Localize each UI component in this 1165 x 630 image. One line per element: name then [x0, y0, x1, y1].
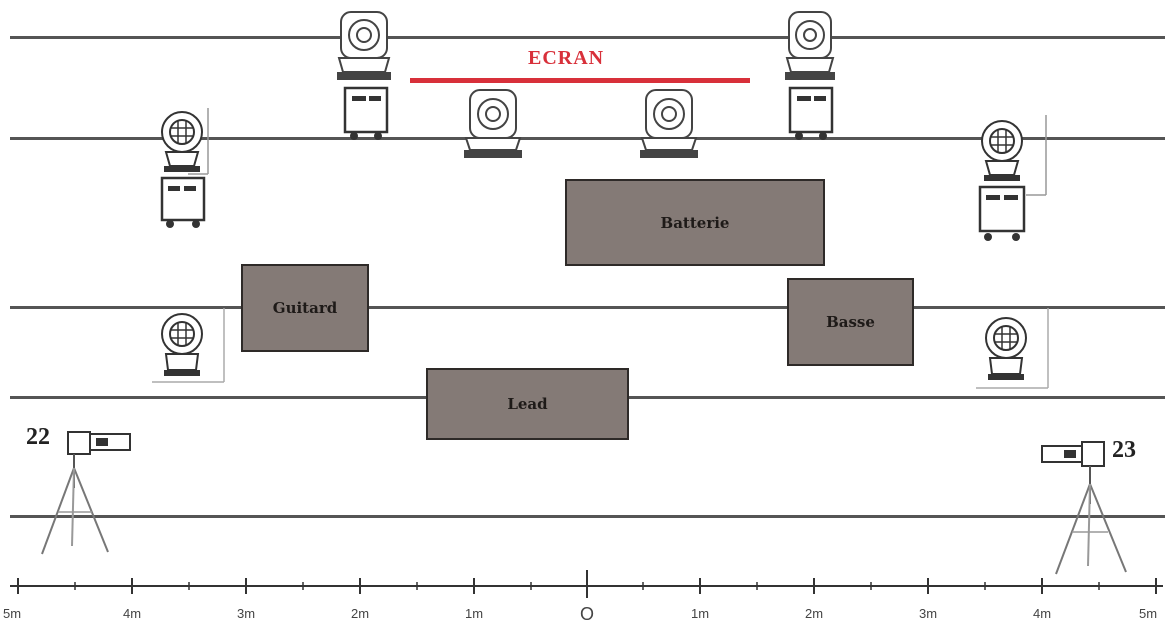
led-wash-icon	[160, 108, 209, 228]
scale-label-left-5m: 5m	[2, 606, 22, 621]
flight-case-icon	[343, 86, 389, 140]
moving-head-spot-icon	[785, 11, 835, 80]
scale-label-right-4m: 4m	[1032, 606, 1052, 621]
scale-label-right-5m: 5m	[1138, 606, 1158, 621]
lead-vocal-block: Lead	[426, 368, 629, 440]
screen-label: ECRAN	[528, 47, 605, 69]
drum-riser-block: Batterie	[565, 179, 825, 266]
moving-head-spot-icon	[464, 89, 522, 158]
bass-block: Basse	[787, 278, 914, 366]
camera-number-left: 22	[26, 424, 50, 450]
truss-line-mid	[10, 306, 1165, 309]
camera-number-right: 23	[1112, 437, 1136, 463]
scale-label-left-2m: 2m	[350, 606, 370, 621]
scale-label-center: O	[579, 604, 595, 624]
scale-label-right-3m: 3m	[918, 606, 938, 621]
led-wash-icon	[978, 115, 1047, 241]
scale-label-right-2m: 2m	[804, 606, 824, 621]
scale-label-right-1m: 1m	[690, 606, 710, 621]
scale-label-left-1m: 1m	[464, 606, 484, 621]
flight-case-icon	[788, 86, 834, 140]
led-wash-icon	[976, 308, 1049, 389]
led-wash-icon	[152, 308, 225, 383]
camera-on-tripod-icon	[1041, 441, 1127, 575]
truss-line-front	[10, 515, 1165, 518]
moving-head-spot-icon	[640, 89, 698, 158]
screen-bar	[410, 78, 750, 83]
truss-line-mid-upstage	[10, 137, 1165, 140]
moving-head-spot-icon	[337, 11, 391, 80]
scale-label-left-3m: 3m	[236, 606, 256, 621]
scale-ruler-line	[10, 570, 1163, 598]
scale-label-left-4m: 4m	[122, 606, 142, 621]
camera-on-tripod-icon	[41, 431, 131, 555]
truss-line-upstage	[10, 36, 1165, 39]
guitar-block: Guitard	[241, 264, 369, 352]
